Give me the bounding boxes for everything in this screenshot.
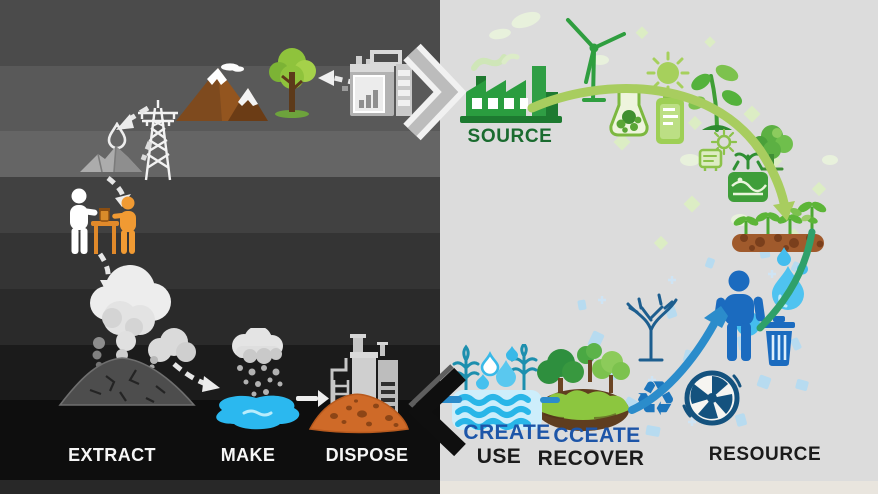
bottom-strip xyxy=(440,481,878,494)
stage-label-use: USE xyxy=(476,445,522,468)
water-drop-icon xyxy=(476,374,489,390)
small-cloud-icon xyxy=(144,326,196,368)
black-chevron-left-icon xyxy=(400,364,472,460)
stage-label-extract: EXTRACT xyxy=(68,445,156,465)
chip-box-icon xyxy=(696,146,726,174)
gray-chevron-right-icon xyxy=(402,42,472,142)
dark-tree xyxy=(537,349,584,396)
stage-label-make: MAKE xyxy=(220,445,276,465)
stage-label-resource: RESOURCE xyxy=(708,444,822,465)
report-machine-icon xyxy=(342,50,416,120)
light-tree xyxy=(592,351,630,393)
water-drop-icon xyxy=(496,360,516,387)
table-icon xyxy=(91,208,119,254)
battery-icon xyxy=(650,90,690,146)
center-tree xyxy=(577,343,602,382)
recycle-icon: ♻ xyxy=(634,373,678,426)
people-trading-icon xyxy=(64,188,144,256)
sun-icon xyxy=(645,50,691,96)
ore-pile-icon xyxy=(78,142,144,174)
orange-person-icon xyxy=(112,196,136,254)
stage-label-source: SOURCE xyxy=(467,126,553,147)
water-drop-icon xyxy=(796,258,809,275)
stage-label-cceate: CCEATE xyxy=(553,424,641,447)
grove-mound-icon xyxy=(534,338,632,434)
water-drop-icon xyxy=(776,246,792,266)
mountain-icon xyxy=(170,58,270,124)
waste-pile-icon xyxy=(304,384,414,434)
water-waves-icon xyxy=(450,344,546,436)
stage-label-dispose: DISPOSE xyxy=(325,445,409,465)
water-plant-icon xyxy=(452,344,480,394)
dashed-segment-icon xyxy=(138,140,154,164)
stage-label-create: CREATE xyxy=(463,421,551,444)
dashed-arrow-down-left-icon xyxy=(112,102,152,134)
stage-label-recover: RECOVER xyxy=(537,447,645,470)
fan-icon xyxy=(680,366,744,430)
trash-bin-icon xyxy=(758,314,800,368)
beaker-icon xyxy=(606,86,652,138)
water-drop-icon xyxy=(480,351,500,377)
water-puddle-icon xyxy=(202,390,306,434)
arrow-right-icon xyxy=(294,388,330,408)
coal-mound-icon xyxy=(56,348,198,408)
plant-icon xyxy=(686,58,748,132)
sprout-icon xyxy=(732,152,764,171)
green-factory-icon xyxy=(458,48,564,130)
smoke-cloud-icon xyxy=(82,260,178,364)
tree-icon xyxy=(266,44,318,118)
dashed-arrow-right-icon xyxy=(168,356,222,396)
rain-cloud-icon xyxy=(224,328,292,398)
water-drop-icon xyxy=(506,346,518,361)
white-person-icon xyxy=(70,188,98,254)
